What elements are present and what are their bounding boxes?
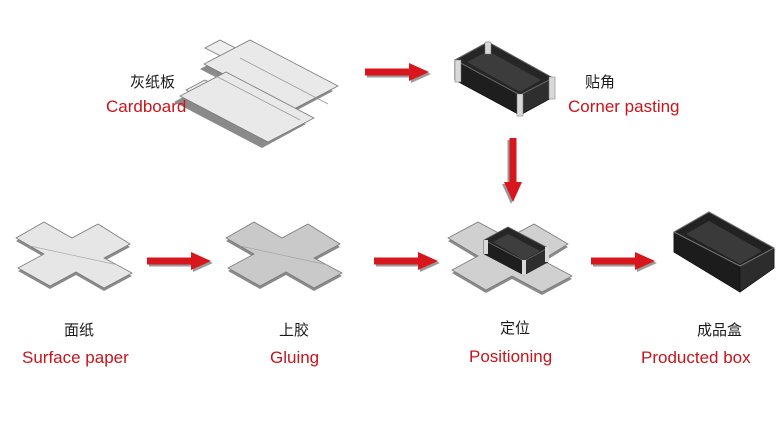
arrow-cardboard-to-corner (365, 63, 431, 83)
arrow-surface-to-gluing (147, 252, 213, 272)
label-gluing-en: Gluing (270, 348, 320, 367)
finished-box-icon (673, 211, 776, 293)
label-product-cn: 成品盒 (697, 321, 743, 339)
arrow-gluing-to-positioning (374, 252, 440, 272)
surface-paper-sheet-icon (15, 221, 133, 291)
label-gluing-cn: 上胶 (279, 321, 310, 339)
open-box-with-corner-tapes-icon (454, 41, 556, 117)
box-on-paper-icon (447, 221, 573, 295)
label-positioning-en: Positioning (469, 347, 553, 366)
flat-cardboard-blank-icon (174, 39, 339, 148)
glued-paper-sheet-icon (225, 221, 343, 291)
label-surface-en: Surface paper (22, 348, 129, 367)
label-positioning-cn: 定位 (500, 319, 531, 337)
label-surface-cn: 面纸 (64, 321, 95, 339)
label-product-en: Producted box (641, 348, 751, 367)
label-cardboard-cn: 灰纸板 (130, 73, 176, 91)
arrow-positioning-to-product (591, 252, 657, 272)
label-corner-en: Corner pasting (568, 97, 680, 116)
label-corner-cn: 贴角 (585, 73, 616, 91)
arrow-corner-to-positioning (502, 138, 522, 204)
label-cardboard-en: Cardboard (106, 97, 187, 116)
